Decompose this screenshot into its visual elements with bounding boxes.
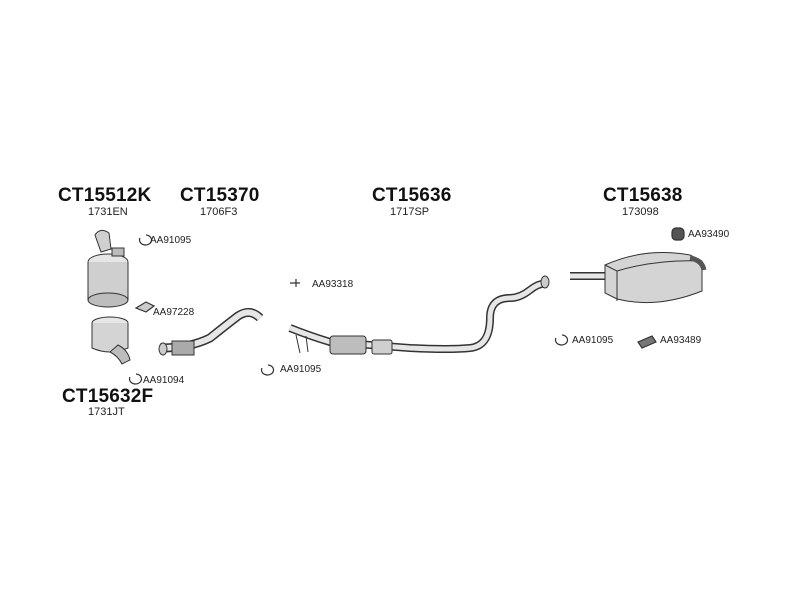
rubber-mount-icon <box>671 227 685 241</box>
accessory-label: AA91095 <box>150 235 192 246</box>
clamp-icon <box>128 373 143 385</box>
part-ref-1731en: 1731EN <box>88 206 128 218</box>
part-code-ct15632f: CT15632F <box>62 386 154 407</box>
part-ref-173098: 173098 <box>622 206 659 218</box>
accessory-label: AA93490 <box>688 229 730 240</box>
particulate-filter-illustration <box>87 229 129 308</box>
front-pipe-illustration <box>158 308 264 356</box>
middle-pipe-illustration <box>288 275 550 355</box>
accessory-label: AA97228 <box>153 307 195 318</box>
accessory-label: AA93489 <box>660 335 702 346</box>
rear-silencer-illustration <box>570 252 707 304</box>
clamp-icon <box>138 234 153 246</box>
bracket-icon <box>134 301 156 313</box>
part-ref-1731jt: 1731JT <box>88 406 125 418</box>
accessory-label: AA91095 <box>572 335 614 346</box>
part-code-ct15512k: CT15512K <box>58 185 152 206</box>
bolt-icon <box>290 279 300 287</box>
accessory-label: AA93318 <box>312 279 354 290</box>
part-code-ct15636: CT15636 <box>372 185 452 206</box>
part-code-ct15638: CT15638 <box>603 185 683 206</box>
clamp-icon <box>554 334 569 346</box>
accessory-label: AA91095 <box>280 364 322 375</box>
clamp-icon <box>260 364 275 376</box>
part-code-ct15370: CT15370 <box>180 185 260 206</box>
accessory-icons <box>128 227 685 385</box>
part-ref-1717sp: 1717SP <box>390 206 430 218</box>
part-ref-1706f3: 1706F3 <box>200 206 238 218</box>
bracket-icon <box>637 335 657 349</box>
catalyst-illustration <box>91 316 131 365</box>
accessory-label: AA91094 <box>143 375 185 386</box>
